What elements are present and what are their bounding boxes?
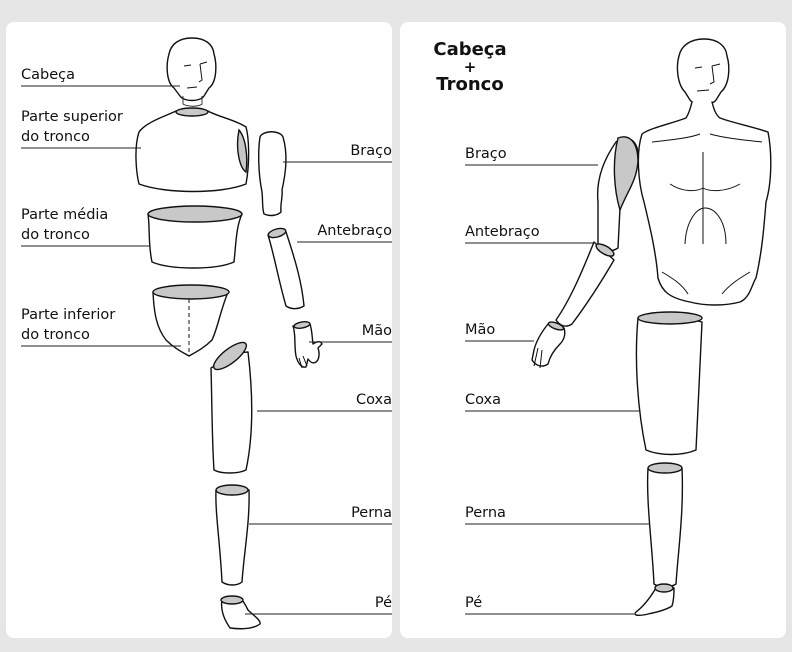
label-upper-torso-line2: do tronco [21, 129, 90, 146]
label-mid-torso-line1: Parte média [21, 207, 108, 224]
panel-separated-parts: Cabeça Parte superior do tronco Parte mé… [6, 22, 392, 638]
head-torso-hand [532, 320, 565, 368]
thigh-part [210, 338, 252, 473]
label-forearm: Antebraço [317, 223, 392, 240]
mid-torso-part [148, 206, 242, 268]
leg-part [216, 485, 249, 585]
head-torso-arm [598, 137, 638, 251]
label-leg: Perna [465, 505, 506, 522]
label-arm: Braço [350, 143, 392, 160]
panel-head-torso: Cabeça + Tronco Braço Antebraço Mão Coxa… [400, 22, 786, 638]
combo-title-line1: Cabeça [400, 39, 540, 60]
label-thigh: Coxa [465, 392, 501, 409]
label-head: Cabeça [21, 67, 75, 84]
head-torso-body [638, 102, 770, 305]
label-leg: Perna [351, 505, 392, 522]
label-foot: Pé [465, 595, 482, 612]
combo-title-line3: Tronco [400, 74, 540, 95]
head-part [167, 38, 216, 106]
head-torso-thigh [636, 312, 702, 455]
head-torso-leg [648, 463, 683, 587]
label-mid-torso-line2: do tronco [21, 227, 90, 244]
label-lower-torso-line1: Parte inferior [21, 307, 115, 324]
label-lower-torso-line2: do tronco [21, 327, 90, 344]
head-torso-forearm [556, 242, 616, 327]
label-foot: Pé [375, 595, 392, 612]
combo-title-plus: + [400, 60, 540, 75]
label-thigh: Coxa [356, 392, 392, 409]
label-hand: Mão [362, 323, 392, 340]
head-torso-head [677, 39, 728, 105]
label-arm: Braço [465, 146, 507, 163]
forearm-part [267, 227, 304, 309]
head-torso-foot [635, 584, 674, 615]
foot-part [221, 596, 260, 629]
arm-part [259, 132, 286, 216]
hand-part [293, 321, 322, 368]
head-torso-figure [400, 22, 786, 638]
label-upper-torso-line1: Parte superior [21, 109, 123, 126]
label-forearm: Antebraço [465, 224, 540, 241]
lower-torso-part [153, 285, 229, 356]
upper-torso-part [136, 108, 249, 192]
label-hand: Mão [465, 322, 495, 339]
